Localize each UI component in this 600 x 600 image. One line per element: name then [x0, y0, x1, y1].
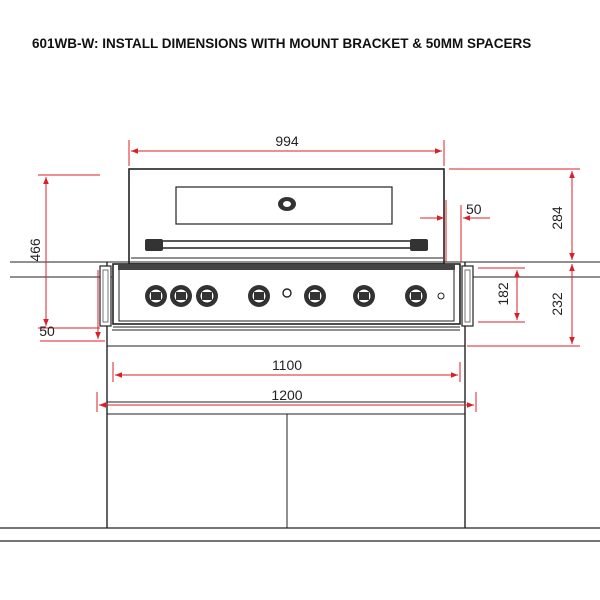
bbq-hood [128, 168, 445, 265]
dim-label-right-lower-height: 232 [549, 292, 565, 316]
dim-label-top-width: 994 [275, 133, 299, 149]
ignition-button-icon [282, 288, 292, 298]
bbq-control-panel [112, 263, 461, 328]
control-knob-icon [353, 285, 375, 307]
hood-handle [149, 240, 426, 249]
dim-label-left-total-height: 466 [27, 238, 43, 262]
control-knob-icon [248, 285, 270, 307]
mount-spacer-right [461, 265, 474, 327]
dim-label-bench-width: 1200 [271, 387, 302, 403]
dim-label-right-upper-height: 284 [549, 206, 565, 230]
dim-label-spacer-right: 50 [466, 201, 482, 217]
bench-structure [0, 261, 600, 542]
dimension-lines [38, 140, 580, 412]
dim-label-left-spacer: 50 [39, 323, 55, 339]
control-knob-icon [145, 285, 167, 307]
control-knob-icon [304, 285, 326, 307]
control-knob-icon [170, 285, 192, 307]
dim-label-cutout-width: 1100 [272, 357, 302, 373]
drawing-title: 601WB-W: INSTALL DIMENSIONS WITH MOUNT B… [32, 36, 531, 51]
control-knob-icon [405, 285, 427, 307]
control-knob-icon [196, 285, 218, 307]
dim-label-right-inner-height: 182 [495, 282, 511, 306]
mount-spacer-left [99, 265, 112, 327]
